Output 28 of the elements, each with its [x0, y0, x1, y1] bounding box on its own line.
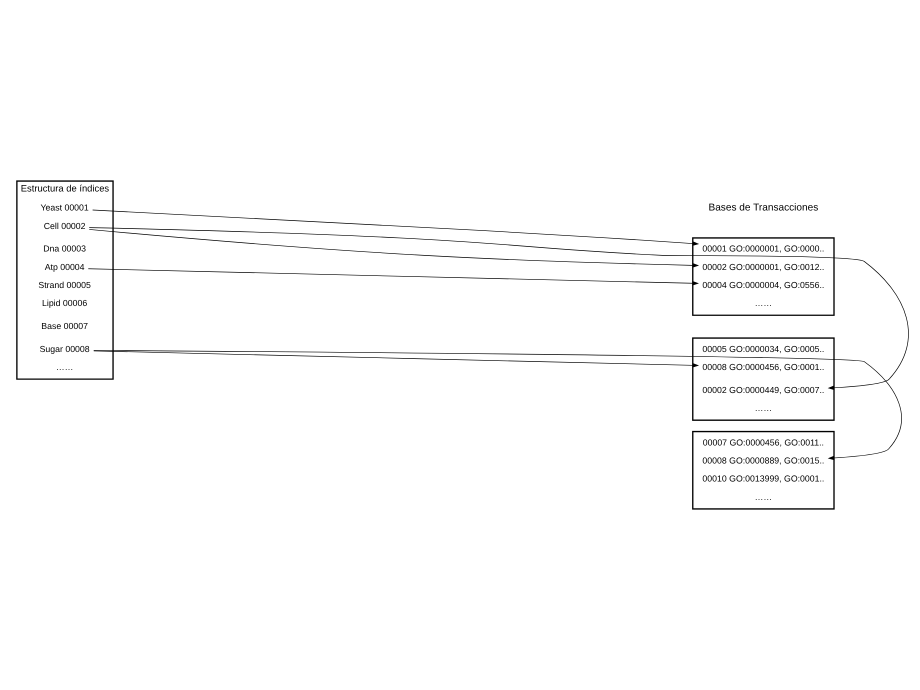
- arrow: [93, 350, 700, 368]
- arrow: [88, 227, 909, 390]
- arrow: [88, 268, 699, 286]
- node-text: ……: [754, 492, 772, 502]
- node-text: Base 00007: [41, 320, 88, 331]
- node-text: 00008 GO:0000456, GO:0001..: [702, 362, 824, 372]
- node-text: 00002 GO:0000449, GO:0007..: [702, 384, 824, 395]
- arrow: [88, 229, 700, 268]
- label: Bases de Transacciones: [708, 202, 818, 214]
- node-text: Yeast 00001: [40, 202, 89, 212]
- node-text: 00001 GO:0000001, GO:0000..: [702, 244, 824, 254]
- node-text: Cell 00002: [44, 220, 86, 231]
- arrow: [92, 210, 700, 246]
- node-text: 00002 GO:0000001, GO:0012..: [702, 262, 824, 272]
- node-text: ……: [754, 298, 772, 308]
- node-text: Sugar 00008: [40, 344, 90, 354]
- node-text: Strand 00005: [38, 280, 91, 290]
- node-text: Dna 00003: [43, 244, 86, 254]
- node-text: Lipid 00006: [42, 298, 88, 308]
- node-text: 00008 GO:0000889, GO:0015..: [702, 455, 824, 466]
- arrow: [93, 350, 902, 460]
- node-text: 00005 GO:0000034, GO:0005..: [702, 344, 824, 354]
- node-text: 00007 GO:0000456, GO:0011..: [702, 437, 824, 448]
- node-text: Atp 00004: [44, 262, 85, 272]
- node-text: 00010 GO:0013999, GO:0001..: [702, 474, 824, 484]
- node-text: ……: [56, 362, 74, 372]
- node-text: 00004 GO:0000004, GO:0556..: [702, 280, 824, 290]
- node-text: ……: [754, 403, 772, 414]
